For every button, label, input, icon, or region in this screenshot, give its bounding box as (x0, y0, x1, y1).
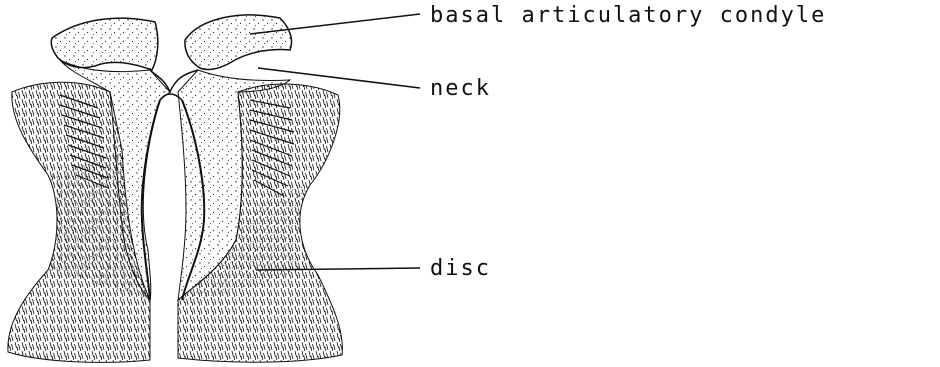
neck-label: neck (430, 78, 491, 100)
right-half (178, 15, 342, 362)
disc-label: disc (430, 258, 491, 280)
left-half (8, 18, 170, 362)
left-condyle (51, 18, 158, 70)
condyle-label: basal articulatory condyle (430, 5, 826, 27)
right-condyle (185, 15, 292, 70)
